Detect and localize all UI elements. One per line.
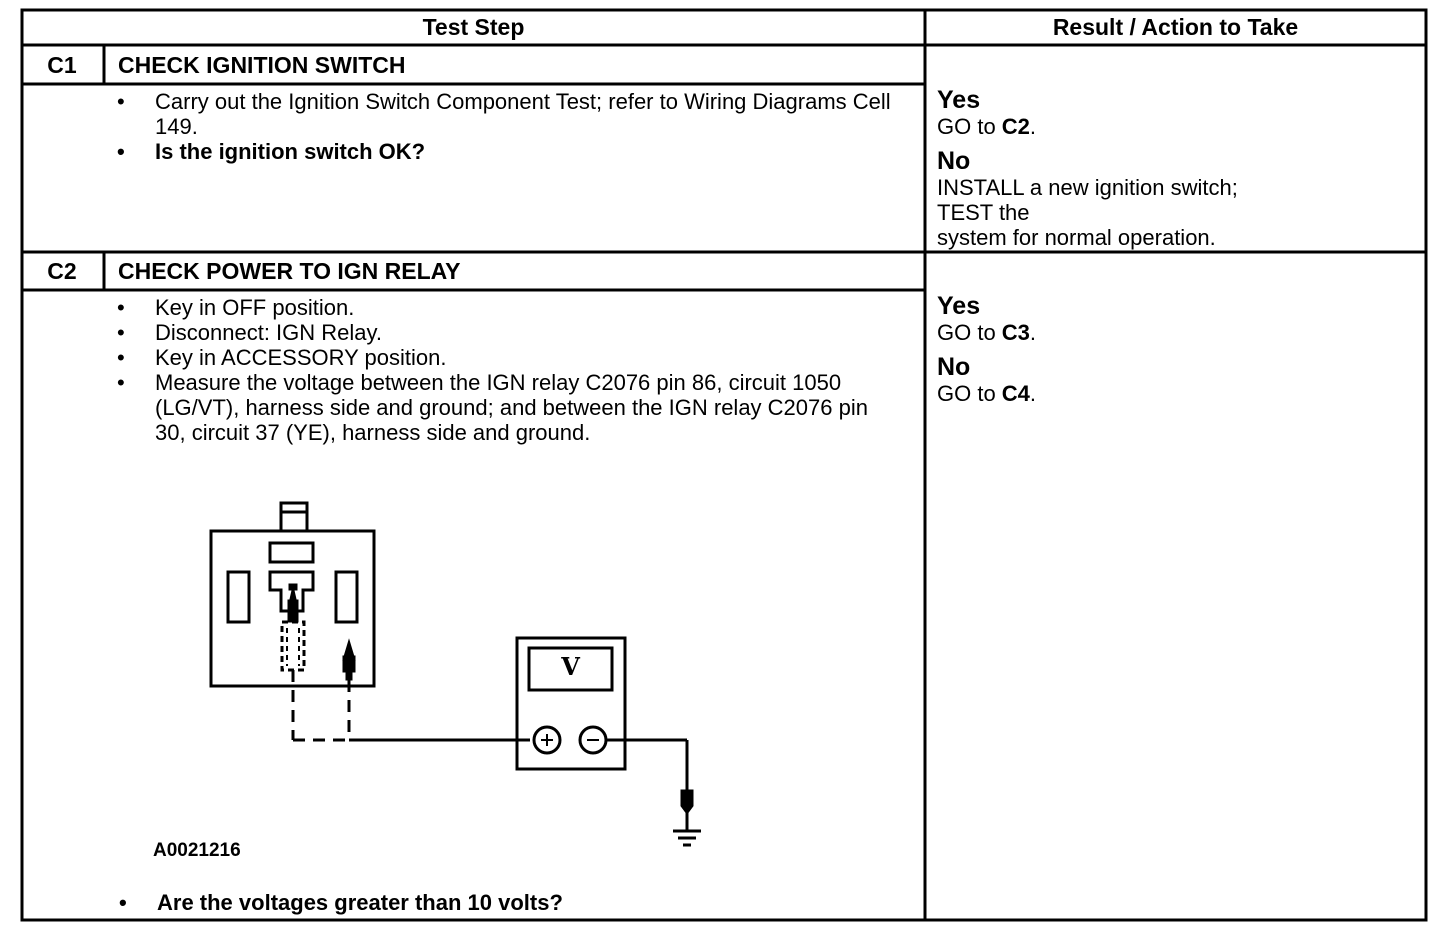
no-suffix: . xyxy=(1029,381,1037,406)
list-item: Is the ignition switch OK? xyxy=(117,139,897,164)
list-item: Key in ACCESSORY position. xyxy=(117,345,897,370)
figure-id: A0021216 xyxy=(153,840,241,861)
probe-lead-dashed xyxy=(280,620,306,672)
step-c2-question: Are the voltages greater than 10 volts? xyxy=(119,890,899,915)
meter-label: V xyxy=(561,652,580,681)
no-action-line: INSTALL a new ignition switch; xyxy=(937,175,1238,200)
list-item: Measure the voltage between the IGN rela… xyxy=(117,370,897,445)
yes-prefix: GO to xyxy=(937,320,1002,345)
header-result: Result / Action to Take xyxy=(1052,14,1299,40)
relay-terminal-left xyxy=(226,570,251,624)
yes-label: Yes xyxy=(937,86,981,114)
no-label: No xyxy=(937,353,971,381)
list-item: Are the voltages greater than 10 volts? xyxy=(119,890,899,915)
step-c1-bullets: Carry out the Ignition Switch Component … xyxy=(117,89,897,164)
yes-prefix: GO to xyxy=(937,114,1002,139)
voltmeter-body xyxy=(515,636,627,771)
step-id-c2: C2 xyxy=(47,258,77,284)
no-action-line: system for normal operation. xyxy=(937,225,1216,250)
header-test-step: Test Step xyxy=(422,14,525,40)
ground-icon xyxy=(673,829,701,847)
list-item: Carry out the Ignition Switch Component … xyxy=(117,89,897,139)
list-item: Key in OFF position. xyxy=(117,295,897,320)
no-action: GO to C4. xyxy=(937,381,1417,406)
step-c2-bullets: Key in OFF position. Disconnect: IGN Rel… xyxy=(117,295,897,445)
relay-connector-body xyxy=(209,529,376,688)
plus-terminal-icon xyxy=(532,725,562,755)
step-title-c1: CHECK IGNITION SWITCH xyxy=(118,52,406,78)
yes-suffix: . xyxy=(1029,320,1037,345)
relay-terminal-right xyxy=(334,570,359,624)
relay-terminal-middle xyxy=(268,570,315,613)
relay-terminal-slot xyxy=(268,541,315,564)
step-title-c2: CHECK POWER TO IGN RELAY xyxy=(118,258,461,284)
probe-tip-icon xyxy=(680,789,694,815)
voltmeter-display xyxy=(527,646,614,692)
yes-label: Yes xyxy=(937,292,981,320)
result-c2: Yes GO to C3. No GO to C4. xyxy=(937,292,1417,406)
list-item: Disconnect: IGN Relay. xyxy=(117,320,897,345)
yes-target: C3 xyxy=(1001,320,1030,345)
yes-suffix: . xyxy=(1029,114,1037,139)
no-action-line: TEST the xyxy=(937,200,1030,225)
yes-action: GO to C2. xyxy=(937,114,1417,139)
relay-top-tab xyxy=(279,501,309,533)
step-id-c1: C1 xyxy=(47,52,77,78)
result-c1: Yes GO to C2. No INSTALL a new ignition … xyxy=(937,86,1417,250)
no-prefix: GO to xyxy=(937,381,1002,406)
yes-action: GO to C3. xyxy=(937,320,1417,345)
no-label: No xyxy=(937,147,971,175)
yes-target: C2 xyxy=(1001,114,1030,139)
no-target: C4 xyxy=(1001,381,1030,406)
